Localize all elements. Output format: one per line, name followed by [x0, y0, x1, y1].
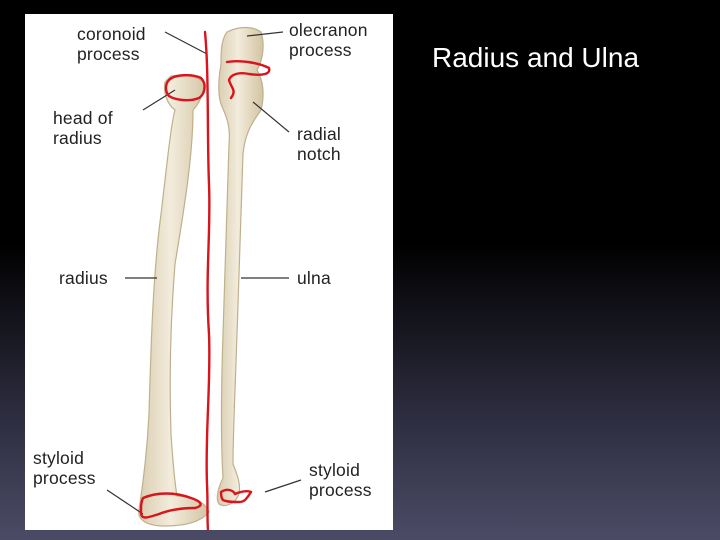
red-annotations [139, 30, 271, 530]
leader-radial-notch [252, 101, 290, 133]
slide-title: Radius and Ulna [432, 42, 640, 73]
annotation-radius-styloid-mark [139, 492, 202, 519]
annotation-head-of-radius-circle [164, 74, 206, 102]
annotation-radial-notch-mark [225, 60, 271, 100]
annotation-ulna-styloid-mark [219, 488, 253, 504]
leader-radius-styloid [106, 489, 144, 515]
leader-coronoid-process [164, 31, 208, 55]
label-radius: radius [59, 268, 108, 288]
annotation-midline [203, 30, 211, 530]
label-ulna: ulna [297, 268, 331, 288]
leader-ulna-styloid [264, 479, 302, 493]
ulna-bone [216, 26, 264, 507]
anatomy-figure: coronoid process olecranon process head … [25, 14, 393, 530]
label-coronoid-process: coronoid process [77, 24, 146, 64]
label-olecranon-process: olecranon process [289, 20, 368, 60]
radius-bone [138, 74, 210, 527]
label-radius-styloid-process: styloid process [33, 448, 96, 488]
bone-illustration [106, 26, 302, 530]
leader-lines [106, 31, 302, 515]
label-ulna-styloid-process: styloid process [309, 460, 372, 500]
label-head-of-radius: head of radius [53, 108, 113, 148]
leader-head-of-radius [142, 89, 176, 111]
label-radial-notch: radial notch [297, 124, 342, 164]
leader-olecranon-process [246, 31, 284, 37]
